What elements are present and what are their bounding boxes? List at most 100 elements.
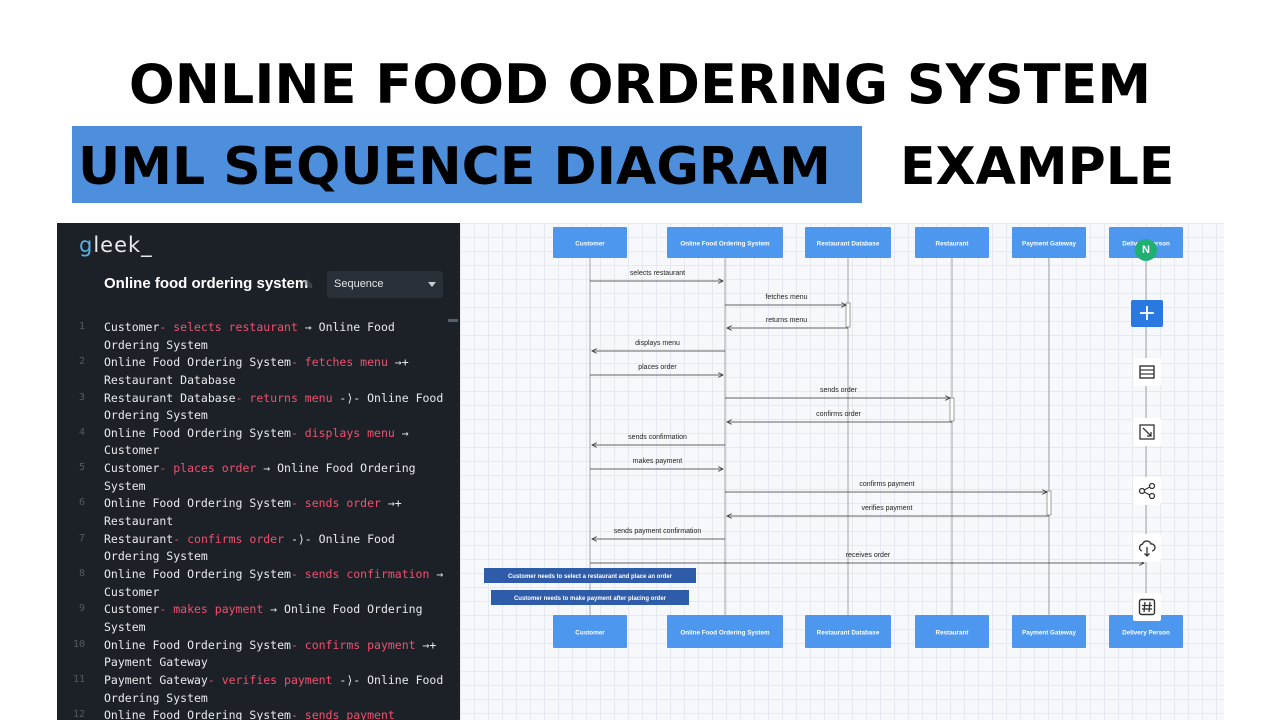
target-token: →+ Payment Gateway <box>104 637 437 670</box>
participant-label: Restaurant <box>936 241 970 248</box>
diagram-type-select[interactable]: Sequence <box>327 271 443 298</box>
message-label: receives order <box>846 552 891 559</box>
message-label: sends payment confirmation <box>614 528 702 535</box>
message-label: sends order <box>820 387 858 394</box>
code-text: Online Food Ordering System- fetches men… <box>104 354 454 389</box>
line-number: 6 <box>78 497 85 509</box>
code-line[interactable]: 12 Online Food Ordering System- sends pay… <box>57 707 462 720</box>
participant-box <box>1012 227 1086 258</box>
line-number: 7 <box>78 532 85 544</box>
participant-box <box>915 615 989 648</box>
participant-box <box>667 227 783 258</box>
message-label: makes payment <box>633 458 682 465</box>
document-title[interactable]: Online food ordering system <box>104 275 309 292</box>
code-text: Customer- selects restaurant → Online Fo… <box>104 319 454 354</box>
participant-token: Restaurant Database <box>104 390 236 405</box>
code-line[interactable]: 2 Online Food Ordering System- fetches me… <box>57 354 462 389</box>
participant-token: Payment Gateway <box>104 672 208 687</box>
line-number: 10 <box>72 638 85 650</box>
participant-token: Online Food Ordering System <box>104 355 291 370</box>
message-label: confirms order <box>816 411 861 418</box>
participant-label: Customer <box>575 630 605 637</box>
code-line[interactable]: 7 Restaurant- confirms order -⟩- Online F… <box>57 531 462 566</box>
code-text: Online Food Ordering System- sends payme… <box>104 707 454 720</box>
participant-label: Customer <box>575 241 605 248</box>
message-label: verifies payment <box>862 505 913 512</box>
line-number: 12 <box>72 709 85 720</box>
code-text: Online Food Ordering System- sends confi… <box>104 566 454 601</box>
participant-label: Online Food Ordering System <box>680 630 770 637</box>
message-token: - confirms order <box>173 531 285 546</box>
participant-box <box>1109 615 1183 648</box>
line-number: 3 <box>78 391 85 403</box>
diagram-type-value: Sequence <box>334 278 384 290</box>
fit-screen-icon[interactable] <box>1133 418 1161 446</box>
code-line[interactable]: 10 Online Food Ordering System- confirms … <box>57 637 462 672</box>
add-button[interactable]: + <box>1131 300 1163 327</box>
message-token: - verifies payment <box>207 672 333 687</box>
gleek-logo: gleek_ <box>79 233 153 257</box>
message-token: - places order <box>159 461 257 476</box>
participant-box <box>1012 615 1086 648</box>
message-label: places order <box>638 364 677 371</box>
cloud-download-icon[interactable] <box>1133 534 1161 562</box>
target-token: → Online Food Ordering System <box>104 461 416 493</box>
participant-box <box>805 227 891 258</box>
share-icon[interactable] <box>1133 477 1161 505</box>
code-text: Online Food Ordering System- confirms pa… <box>104 637 454 672</box>
message-token: - makes payment <box>159 602 264 617</box>
note-box <box>484 568 696 583</box>
title-highlight-box <box>72 126 862 203</box>
title-line-1: ONLINE FOOD ORDERING SYSTEM <box>128 53 1152 116</box>
code-text: Online Food Ordering System- displays me… <box>104 425 454 460</box>
message-label: sends confirmation <box>628 434 687 441</box>
code-text: Payment Gateway- verifies payment -⟩- On… <box>104 672 454 707</box>
participant-label: Delivery Person <box>1122 630 1170 637</box>
message-token: - selects restaurant <box>159 320 298 334</box>
line-number: 2 <box>78 356 85 368</box>
participant-token: Customer <box>104 461 160 476</box>
title-rest: EXAMPLE <box>900 137 1175 197</box>
chevron-down-icon <box>428 282 436 287</box>
table-icon[interactable] <box>1133 358 1161 386</box>
participant-token: Online Food Ordering System <box>104 708 291 720</box>
code-line[interactable]: 6 Online Food Ordering System- sends orde… <box>57 495 462 530</box>
participant-label: Online Food Ordering System <box>680 241 770 248</box>
activation-bar <box>845 302 851 328</box>
title-highlight: UML SEQUENCE DIAGRAM <box>78 137 831 197</box>
target-token: -⟩- Online Food Ordering System <box>104 531 395 564</box>
code-text: Restaurant- confirms order -⟩- Online Fo… <box>104 531 454 566</box>
target-token: → Online Food Ordering System <box>104 320 395 352</box>
participant-token: Online Food Ordering System <box>104 425 291 440</box>
editor-scrollbar[interactable] <box>448 319 458 322</box>
code-text: Customer- makes payment → Online Food Or… <box>104 601 454 636</box>
pencil-icon[interactable]: ✎ <box>303 277 314 292</box>
participant-label: Payment Gateway <box>1022 241 1076 248</box>
hashtag-icon[interactable] <box>1133 593 1161 621</box>
target-token: →+ Restaurant <box>104 496 402 529</box>
code-text: Online Food Ordering System- sends order… <box>104 495 454 530</box>
note-text: Customer needs to make payment after pla… <box>514 596 667 602</box>
message-label: confirms payment <box>859 481 914 488</box>
message-label: selects restaurant <box>630 270 685 277</box>
participant-box <box>553 227 627 258</box>
line-number: 4 <box>78 426 85 438</box>
message-label: fetches menu <box>765 294 807 301</box>
target-token: → Online Food Ordering System <box>104 602 423 634</box>
message-token: - returns menu <box>235 390 333 405</box>
participant-label: Restaurant <box>936 630 970 637</box>
note-box <box>491 590 689 605</box>
user-avatar[interactable]: N <box>1135 239 1157 261</box>
code-text: Customer- places order → Online Food Ord… <box>104 460 454 495</box>
code-line[interactable]: 4 Online Food Ordering System- displays m… <box>57 425 462 460</box>
message-token: - sends confirmation <box>290 567 430 582</box>
